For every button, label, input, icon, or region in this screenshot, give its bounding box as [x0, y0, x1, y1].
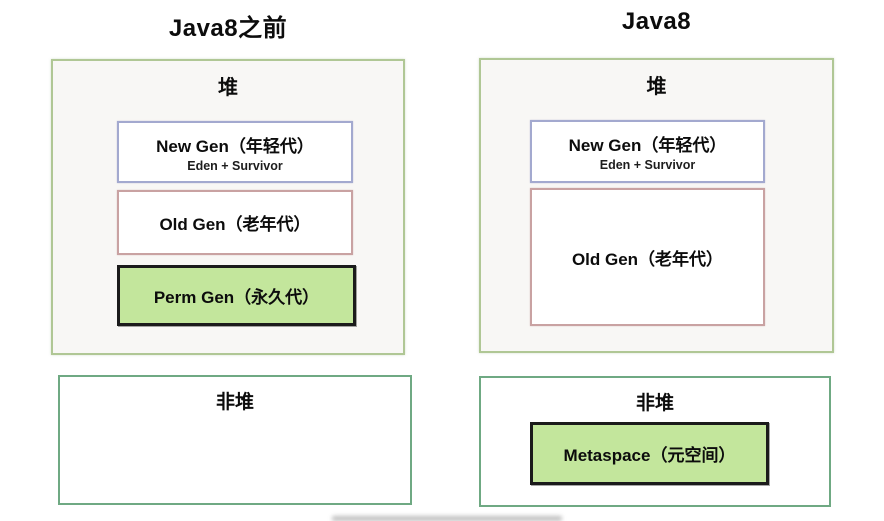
left-non-heap-box: 非堆	[58, 375, 412, 505]
left-new-gen-box: New Gen（年轻代） Eden + Survivor	[117, 121, 353, 183]
left-heap-label: 堆	[218, 77, 238, 99]
left-new-gen-label: New Gen（年轻代）	[156, 136, 314, 156]
right-old-gen-box: Old Gen（老年代）	[530, 188, 765, 326]
right-new-gen-label: New Gen（年轻代）	[568, 136, 727, 155]
right-column-title: Java8	[621, 8, 692, 35]
left-perm-gen-box: Perm Gen（永久代）	[117, 265, 356, 326]
bottom-edge-artifact	[332, 516, 562, 521]
left-old-gen-label: Old Gen（老年代）	[159, 215, 311, 234]
right-new-gen-box: New Gen（年轻代） Eden + Survivor	[530, 120, 765, 183]
right-metaspace-box: Metaspace（元空间）	[530, 422, 769, 485]
right-non-heap-label: 非堆	[635, 393, 674, 414]
right-new-gen-sublabel: Eden + Survivor	[599, 158, 696, 172]
right-metaspace-label: Metaspace（元空间）	[563, 446, 736, 465]
left-new-gen-sublabel: Eden + Survivor	[187, 158, 283, 173]
left-old-gen-box: Old Gen（老年代）	[117, 190, 353, 255]
left-heap-box: 堆 New Gen（年轻代） Eden + Survivor Old Gen（老…	[51, 59, 405, 355]
right-heap-box: 堆 New Gen（年轻代） Eden + Survivor Old Gen（老…	[479, 58, 834, 353]
right-non-heap-box: 非堆 Metaspace（元空间）	[479, 376, 831, 507]
left-perm-gen-label: Perm Gen（永久代）	[153, 288, 320, 307]
right-heap-label: 堆	[646, 76, 667, 98]
left-column-title: Java8之前	[168, 15, 288, 42]
right-old-gen-label: Old Gen（老年代）	[571, 249, 724, 269]
left-non-heap-label: 非堆	[215, 392, 254, 413]
